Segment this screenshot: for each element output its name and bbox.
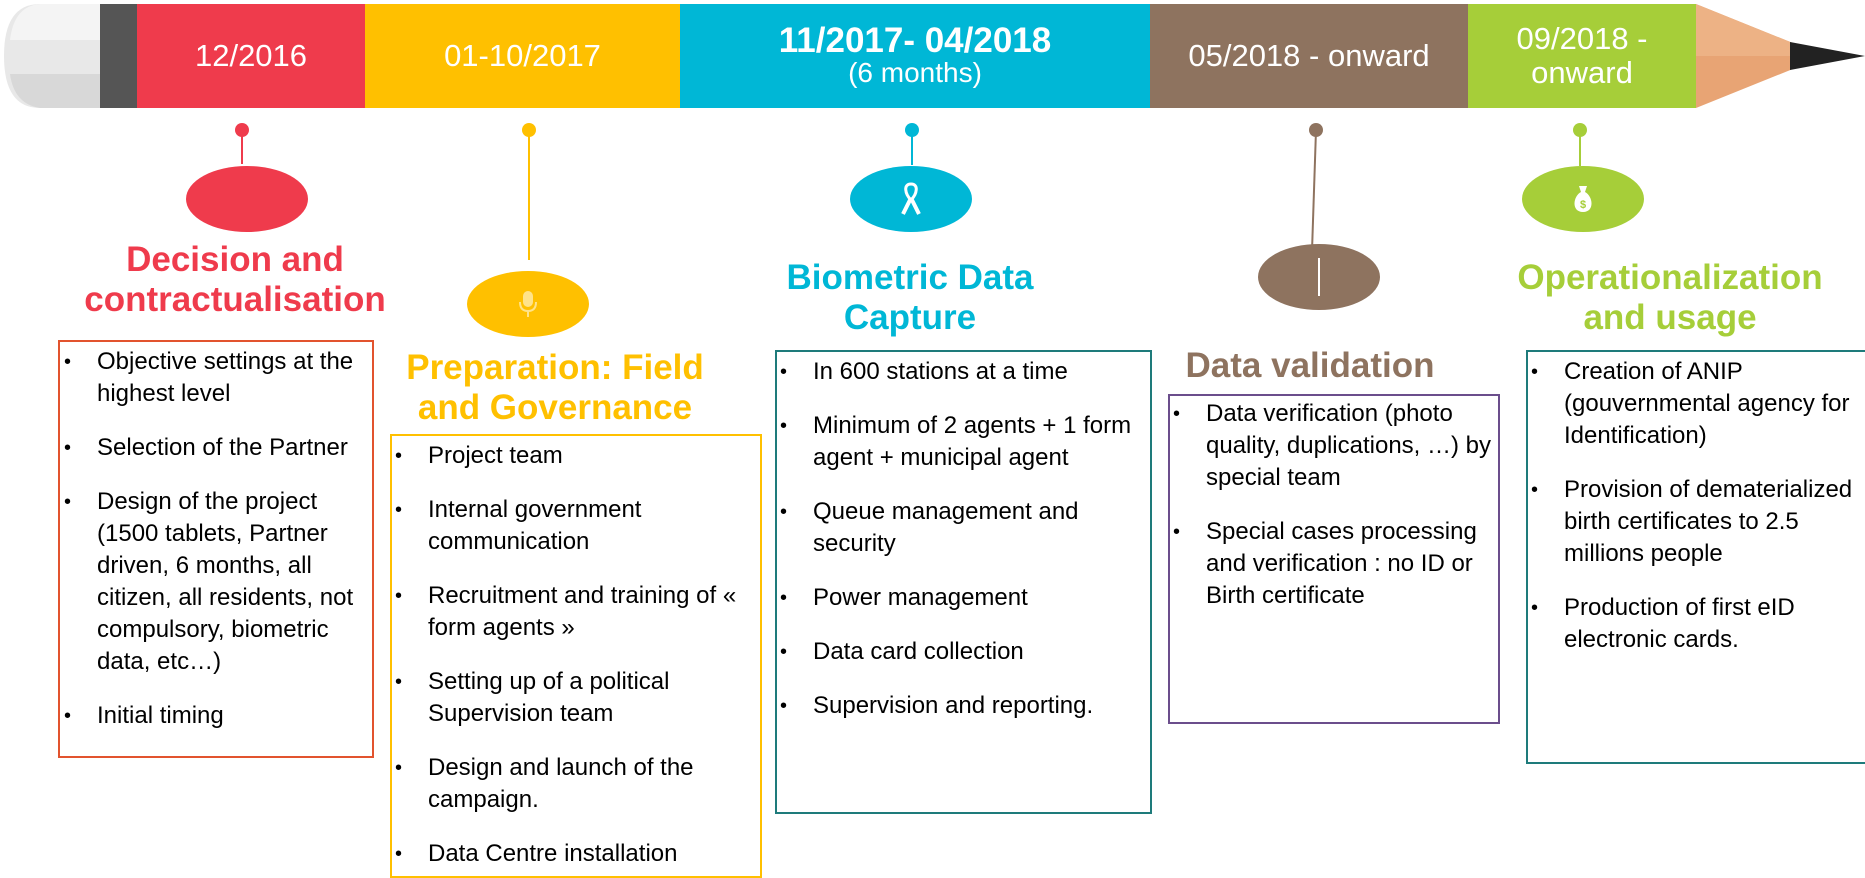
connector-line <box>1579 130 1581 166</box>
list-item: Setting up of a political Supervision te… <box>395 666 754 730</box>
list-item: In 600 stations at a time <box>780 356 1144 388</box>
microphone-icon <box>519 291 537 317</box>
list-item: Special cases processing and verificatio… <box>1173 516 1494 612</box>
money-bag-icon: $ <box>1574 186 1592 212</box>
list-item: Initial timing <box>64 700 368 732</box>
phase-title-4: Data validation <box>1185 346 1435 385</box>
timeline-segment-5: 09/2018 - onward <box>1468 4 1696 108</box>
list-item: Production of first eID electronic cards… <box>1531 592 1865 656</box>
list-item: Design and launch of the campaign. <box>395 752 754 816</box>
pencil-lead <box>1790 42 1865 70</box>
pencil-shape <box>4 4 1865 108</box>
segment-date-sub: onward <box>1531 55 1633 90</box>
segment-date: 05/2018 - onward <box>1188 38 1430 73</box>
bullet-list: Project team Internal government communi… <box>392 436 760 870</box>
segment-date: 12/2016 <box>194 38 308 73</box>
bullet-list: Creation of ANIP (gouvernmental agency f… <box>1528 352 1865 656</box>
ribbon-icon <box>901 182 921 215</box>
segment-date: 11/2017- 04/2018 <box>778 21 1052 60</box>
list-item: Objective settings at the highest level <box>64 346 368 410</box>
list-item: Provision of dematerialized birth certif… <box>1531 474 1865 570</box>
timeline-segment-2: 01-10/2017 <box>365 4 680 108</box>
phase-title-3: Biometric Data Capture <box>786 258 1034 337</box>
bullet-list: In 600 stations at a time Minimum of 2 a… <box>777 352 1150 722</box>
phase-box-4: Data verification (photo quality, duplic… <box>1168 394 1500 724</box>
list-item: Power management <box>780 582 1144 614</box>
phase-box-2: Project team Internal government communi… <box>390 434 762 878</box>
phase-title-5: Operationalization and usage <box>1517 258 1823 337</box>
pencil-band <box>100 4 137 108</box>
timeline-segment-4: 05/2018 - onward <box>1150 4 1468 108</box>
list-item: Data Centre installation <box>395 838 754 870</box>
connector-line <box>911 130 913 165</box>
connector-line <box>1311 129 1317 252</box>
bullet-list: Objective settings at the highest level … <box>60 342 372 732</box>
timeline-segment-3: 11/2017- 04/2018 (6 months) <box>680 4 1150 108</box>
connector-line <box>528 130 530 260</box>
phase-title-1: Decision and contractualisation <box>84 240 386 319</box>
phase-oval-3 <box>850 166 972 232</box>
connector-line <box>241 130 243 164</box>
phase-title-2: Preparation: Field and Governance <box>406 348 704 427</box>
segment-date: 09/2018 - <box>1516 21 1648 56</box>
bar-icon <box>1318 258 1320 296</box>
list-item: Queue management and security <box>780 496 1144 560</box>
list-item: Internal government communication <box>395 494 754 558</box>
list-item: Minimum of 2 agents + 1 form agent + mun… <box>780 410 1144 474</box>
list-item: Data verification (photo quality, duplic… <box>1173 398 1494 494</box>
svg-text:$: $ <box>1580 199 1586 211</box>
segment-date: 01-10/2017 <box>444 38 601 73</box>
segment-date-sub: (6 months) <box>848 57 982 88</box>
list-item: Selection of the Partner <box>64 432 368 464</box>
phase-box-3: In 600 stations at a time Minimum of 2 a… <box>775 350 1152 814</box>
phase-oval-1 <box>186 166 308 232</box>
phase-oval-2 <box>467 271 589 337</box>
timeline-segment-1: 12/2016 <box>137 4 365 108</box>
phase-oval-4 <box>1258 244 1380 310</box>
bullet-list: Data verification (photo quality, duplic… <box>1170 396 1498 612</box>
list-item: Data card collection <box>780 636 1144 668</box>
phase-box-5: Creation of ANIP (gouvernmental agency f… <box>1526 350 1865 764</box>
list-item: Recruitment and training of « form agent… <box>395 580 754 644</box>
phase-box-1: Objective settings at the highest level … <box>58 340 374 758</box>
phase-oval-5: $ <box>1522 166 1644 232</box>
list-item: Supervision and reporting. <box>780 690 1144 722</box>
list-item: Project team <box>395 440 754 472</box>
list-item: Design of the project (1500 tablets, Par… <box>64 486 368 678</box>
list-item: Creation of ANIP (gouvernmental agency f… <box>1531 356 1865 452</box>
